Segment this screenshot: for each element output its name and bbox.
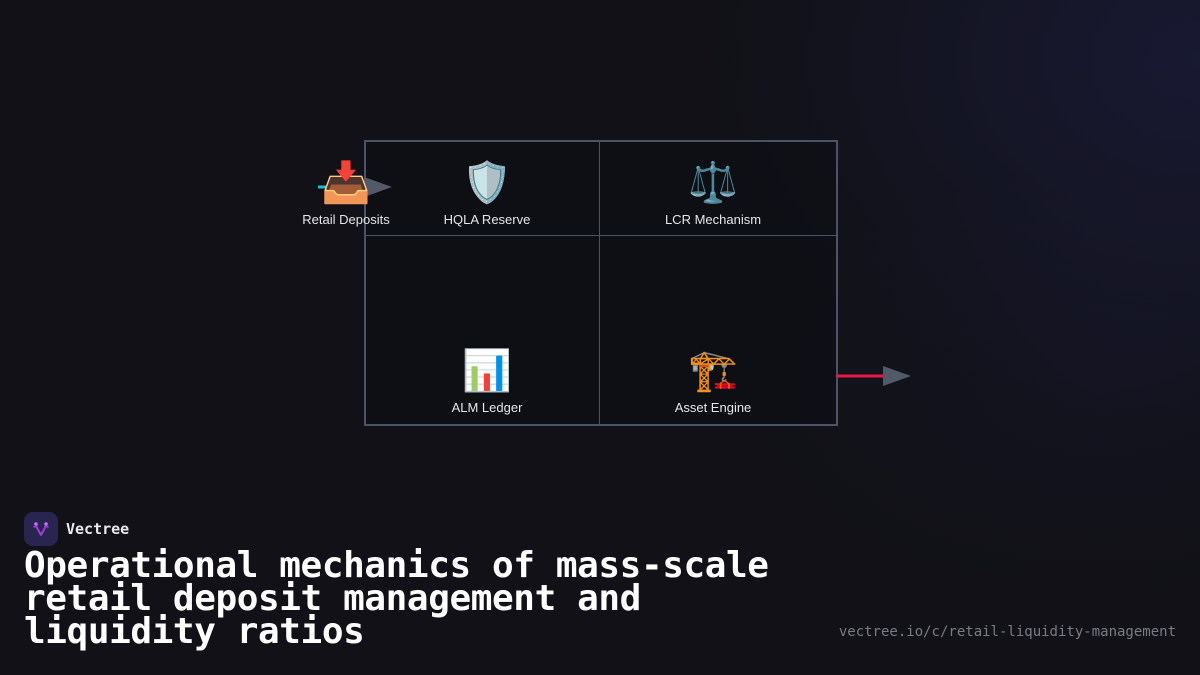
node-lcr-mechanism[interactable]: ⚖️ LCR Mechanism bbox=[633, 160, 793, 227]
brand: Vectree bbox=[24, 512, 129, 546]
diagram-container bbox=[364, 140, 838, 426]
construction-crane-icon: 🏗️ bbox=[688, 349, 738, 393]
node-label: ALM Ledger bbox=[451, 400, 523, 415]
node-asset-engine[interactable]: 🏗️ Asset Engine bbox=[633, 348, 793, 415]
page-title: Operational mechanics of mass-scale reta… bbox=[24, 545, 769, 652]
node-retail-deposits[interactable]: 📥 Retail Deposits bbox=[266, 160, 426, 227]
bar-chart-icon: 📊 bbox=[462, 349, 512, 393]
arrowhead-retail-to-hqla bbox=[364, 177, 392, 197]
node-hqla-reserve[interactable]: 🛡️ HQLA Reserve bbox=[407, 160, 567, 227]
node-label: LCR Mechanism bbox=[664, 212, 762, 227]
grid-divider-horizontal bbox=[366, 235, 836, 236]
node-alm-ledger[interactable]: 📊 ALM Ledger bbox=[407, 348, 567, 415]
node-label: Retail Deposits bbox=[302, 212, 390, 227]
bottom-fade bbox=[0, 495, 1200, 675]
source-url[interactable]: vectree.io/c/retail-liquidity-management bbox=[838, 624, 1176, 640]
node-label: Asset Engine bbox=[674, 400, 752, 415]
node-label: HQLA Reserve bbox=[443, 212, 531, 227]
shield-icon: 🛡️ bbox=[462, 161, 512, 205]
arrowhead-asset-engine-out bbox=[883, 366, 911, 386]
balance-scale-icon: ⚖️ bbox=[688, 161, 738, 205]
grid-divider-vertical bbox=[599, 142, 600, 424]
inbox-tray-icon: 📥 bbox=[321, 161, 371, 205]
brand-name: Vectree bbox=[66, 520, 130, 538]
vectree-logo-icon bbox=[24, 512, 58, 546]
